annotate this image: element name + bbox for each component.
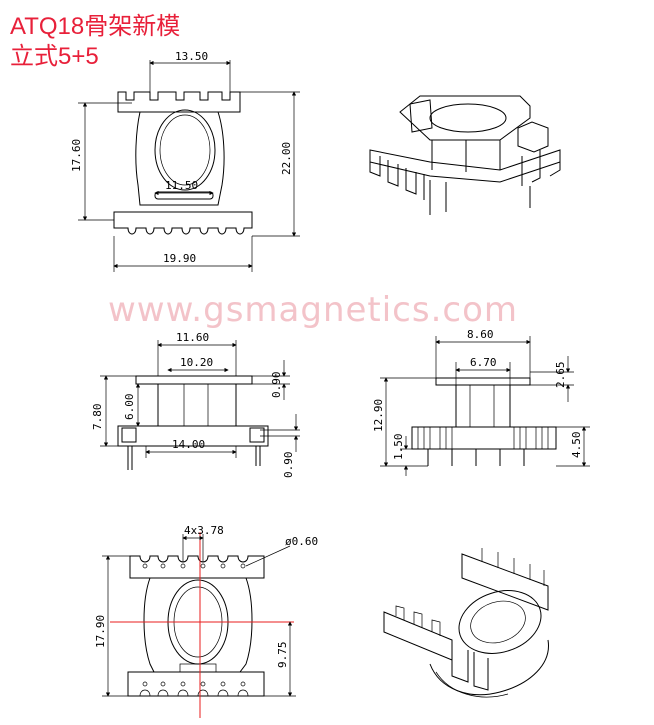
- dim-side-pin: 4.50: [570, 432, 583, 459]
- dim-side-base: 1.50: [392, 434, 405, 461]
- title-line-2: 立式5+5: [10, 43, 99, 70]
- dim-top-width: 13.50: [175, 50, 208, 63]
- dim-bottom-width: 19.90: [163, 252, 196, 265]
- isometric-view-top: [369, 95, 561, 215]
- dim-front-flange: 11.60: [176, 331, 209, 344]
- watermark: www.gsmagnetics.com: [108, 290, 519, 330]
- dim-front-tube: 10.20: [180, 356, 213, 369]
- bottom-view: 4x3.78 ø0.60 17.90 9.75: [94, 524, 318, 718]
- dim-total-height: 22.00: [280, 142, 293, 175]
- front-view: 11.60 10.20 0.90 7.80 6.00 14.00 0.90: [91, 331, 300, 478]
- dim-front-total-height: 7.80: [91, 404, 104, 431]
- dim-bottom-total-height: 17.90: [94, 615, 107, 648]
- dim-inner-height: 17.60: [70, 139, 83, 172]
- dim-side-total-height: 12.90: [372, 399, 385, 432]
- dim-bottom-pitch: 4x3.78: [184, 524, 224, 537]
- dim-side-gap: 2.65: [554, 362, 567, 389]
- dim-front-base: 14.00: [172, 438, 205, 451]
- title-line-1: ATQ18骨架新模: [10, 13, 181, 40]
- isometric-view-bottom: [383, 548, 549, 698]
- dim-front-winding: 6.00: [123, 394, 136, 421]
- dim-bottom-pin-dia: ø0.60: [285, 535, 318, 548]
- dim-bottom-half-height: 9.75: [276, 642, 289, 669]
- dim-front-flange-thick: 0.90: [270, 372, 283, 399]
- dim-slot-width: 11.50: [165, 179, 198, 192]
- dim-side-flange: 8.60: [467, 328, 494, 341]
- dim-front-pin: 0.90: [282, 452, 295, 479]
- dim-side-tube: 6.70: [470, 356, 497, 369]
- top-view: 13.50 17.60 22.00 11.50 19.90: [70, 50, 300, 272]
- side-view: 8.60 6.70 2.65 12.90 1.50 4.50: [372, 328, 590, 476]
